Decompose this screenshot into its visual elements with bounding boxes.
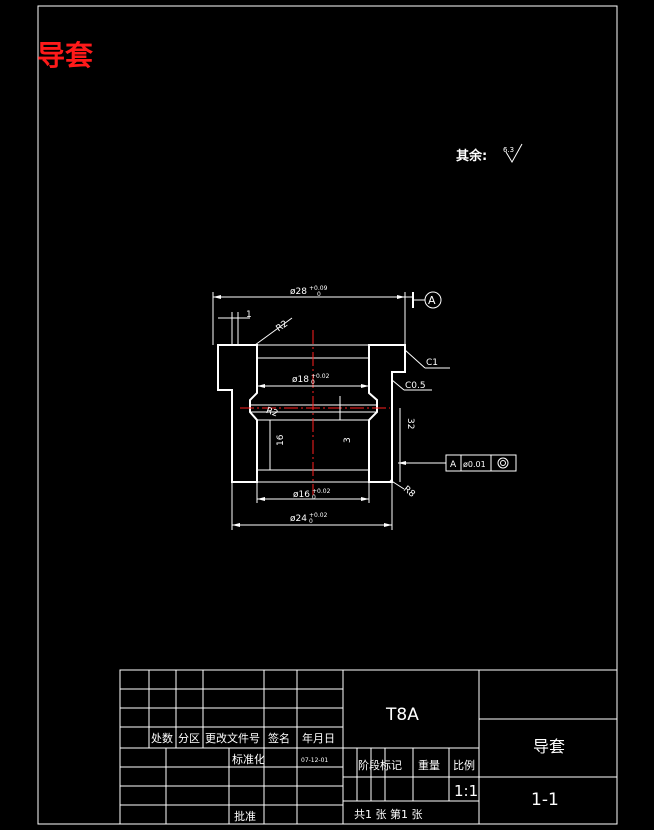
- dim-base-dia-tol-low: 0: [309, 518, 313, 525]
- dim-c05: C0.5: [405, 381, 426, 391]
- dim-top-dia-tol: +0.09: [309, 285, 328, 292]
- dim-r2b: R2: [265, 406, 280, 419]
- dim-lower-dia: ø16: [293, 490, 310, 500]
- dim-top-dia: ø28: [290, 287, 307, 297]
- dim-r8: R8: [401, 484, 417, 500]
- datum-circle: [424, 291, 442, 309]
- dim-c1: C1: [426, 358, 438, 368]
- tb-std-date: 07-12-01: [301, 757, 328, 764]
- drawing-border: [37, 5, 618, 825]
- roughness-label: 其余:: [456, 148, 487, 164]
- roughness-symbol: [505, 143, 523, 163]
- tb-approve-label: 批准: [234, 809, 256, 823]
- dim-lower-dia-tol: +0.02: [312, 488, 331, 495]
- dim-lower-dia-tol-low: 0: [312, 494, 316, 501]
- dim-3: 3: [343, 437, 353, 443]
- tb-part-name: 导套: [533, 737, 565, 756]
- tb-sheet-info: 共1 张 第1 张: [354, 807, 423, 821]
- dim-1: 1: [246, 310, 252, 320]
- dim-base-dia: ø24: [290, 514, 307, 524]
- tb-header-doc: 更改文件号: [205, 731, 260, 745]
- tb-scale-value: 1:1: [454, 782, 478, 800]
- tb-material: T8A: [385, 705, 419, 725]
- dim-base-dia-tol: +0.02: [309, 512, 328, 519]
- tb-header-zone: 分区: [178, 732, 200, 745]
- dim-bore-dia-tol-low: 0: [311, 379, 315, 386]
- drawing-title: 导套: [37, 39, 94, 72]
- dim-16: 16: [276, 434, 286, 446]
- dim-bore-dia-tol: +0.02: [311, 373, 330, 380]
- tolerance-value: ø0.01: [463, 460, 486, 469]
- datum-label: A: [428, 294, 436, 307]
- dim-top-dia-tol-low: 0: [317, 291, 321, 298]
- tb-std-label: 标准化: [232, 752, 265, 766]
- title-block: T8A 处数 分区 更改文件号 签名 年月日 标准化 07-12-01 阶段标记…: [119, 669, 618, 825]
- part-section: [217, 330, 406, 495]
- tb-drawing-no: 1-1: [531, 790, 559, 810]
- roughness-note: 其余: 6.3: [456, 143, 523, 164]
- tb-header-date: 年月日: [302, 731, 335, 745]
- tb-scale-label: 比例: [453, 758, 475, 772]
- dim-32: 32: [405, 418, 415, 429]
- roughness-value: 6.3: [503, 146, 514, 154]
- concentricity-icon: [497, 457, 509, 469]
- tolerance-frame: [445, 454, 517, 472]
- tb-header-sign: 签名: [268, 731, 290, 745]
- dim-bore-dia: ø18: [292, 375, 309, 385]
- dimensions: ø28 +0.09 0 A 1 R2 C1 C0.5 ø18 +0.02 0 R…: [212, 285, 517, 530]
- tb-header-count: 处数: [151, 732, 173, 745]
- left-wall: [217, 344, 258, 483]
- tb-weight-label: 重量: [418, 758, 440, 772]
- tb-stage-label: 阶段标记: [358, 758, 402, 772]
- tolerance-datum: A: [450, 460, 457, 470]
